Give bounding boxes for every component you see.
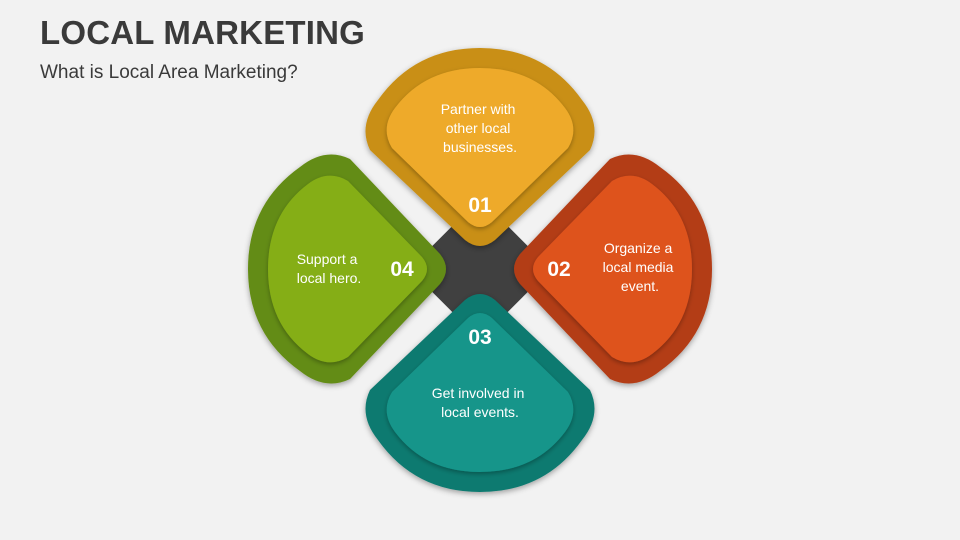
petal-01-line-3: businesses. — [443, 139, 517, 155]
petal-02-line-1: Organize a — [604, 240, 673, 256]
petal-04-line-1: Support a — [297, 251, 358, 267]
petal-03-text: Get involved in local events. — [432, 385, 529, 420]
petal-01-line-2: other local — [446, 120, 511, 136]
petal-03-inner — [386, 313, 574, 472]
petal-03-line-2: local events. — [441, 404, 519, 420]
petal-03: Get involved in local events. 03 — [365, 294, 595, 492]
petal-02-line-2: local media — [603, 259, 674, 275]
petal-02-number: 02 — [547, 258, 570, 281]
petal-03-number: 03 — [468, 326, 491, 349]
petal-02-line-3: event. — [621, 278, 659, 294]
petal-02-text: Organize a local media event. — [603, 240, 678, 294]
petal-02: Organize a local media event. 02 — [514, 154, 712, 384]
petal-04-number: 04 — [390, 258, 414, 281]
page-title: LOCAL MARKETING — [40, 14, 366, 51]
petal-04-text: Support a local hero. — [297, 251, 362, 286]
page-subtitle: What is Local Area Marketing? — [40, 62, 298, 83]
petal-02-inner — [533, 175, 692, 363]
petal-03-line-1: Get involved in — [432, 385, 525, 401]
petal-01-text: Partner with other local businesses. — [441, 101, 520, 155]
petal-04: Support a local hero. 04 — [248, 154, 446, 384]
petal-04-line-2: local hero. — [297, 270, 362, 286]
petal-01-inner — [386, 68, 574, 227]
petal-04-inner — [268, 175, 427, 363]
petal-01: Partner with other local businesses. 01 — [365, 48, 595, 246]
petal-01-line-1: Partner with — [441, 101, 516, 117]
petal-01-number: 01 — [468, 194, 492, 217]
